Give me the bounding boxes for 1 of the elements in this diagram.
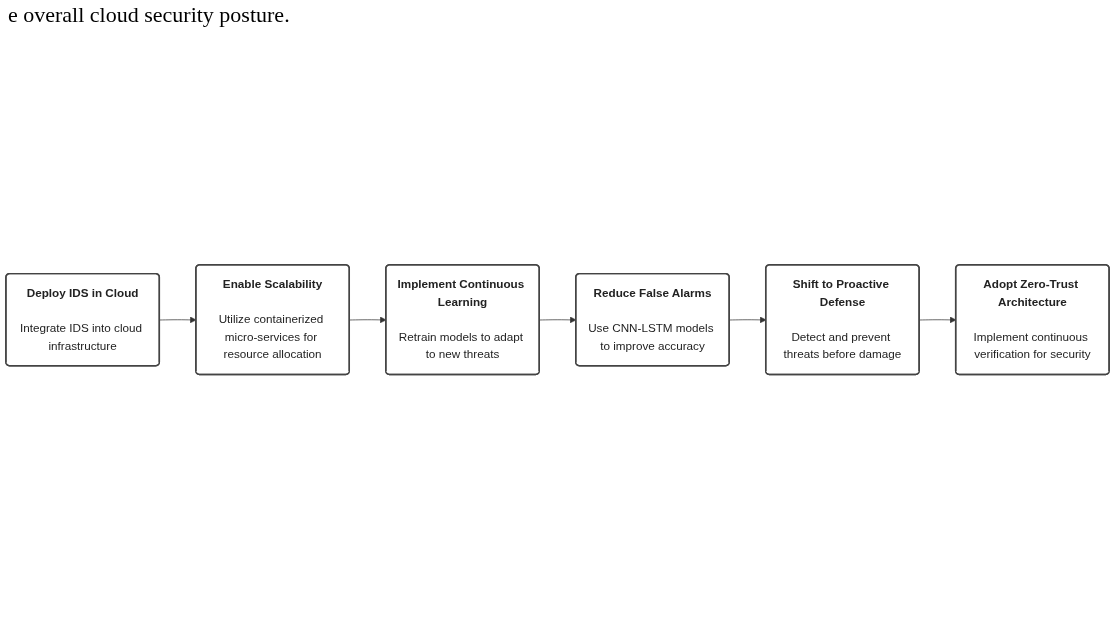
note-text: e overall cloud security posture. (8, 2, 291, 28)
